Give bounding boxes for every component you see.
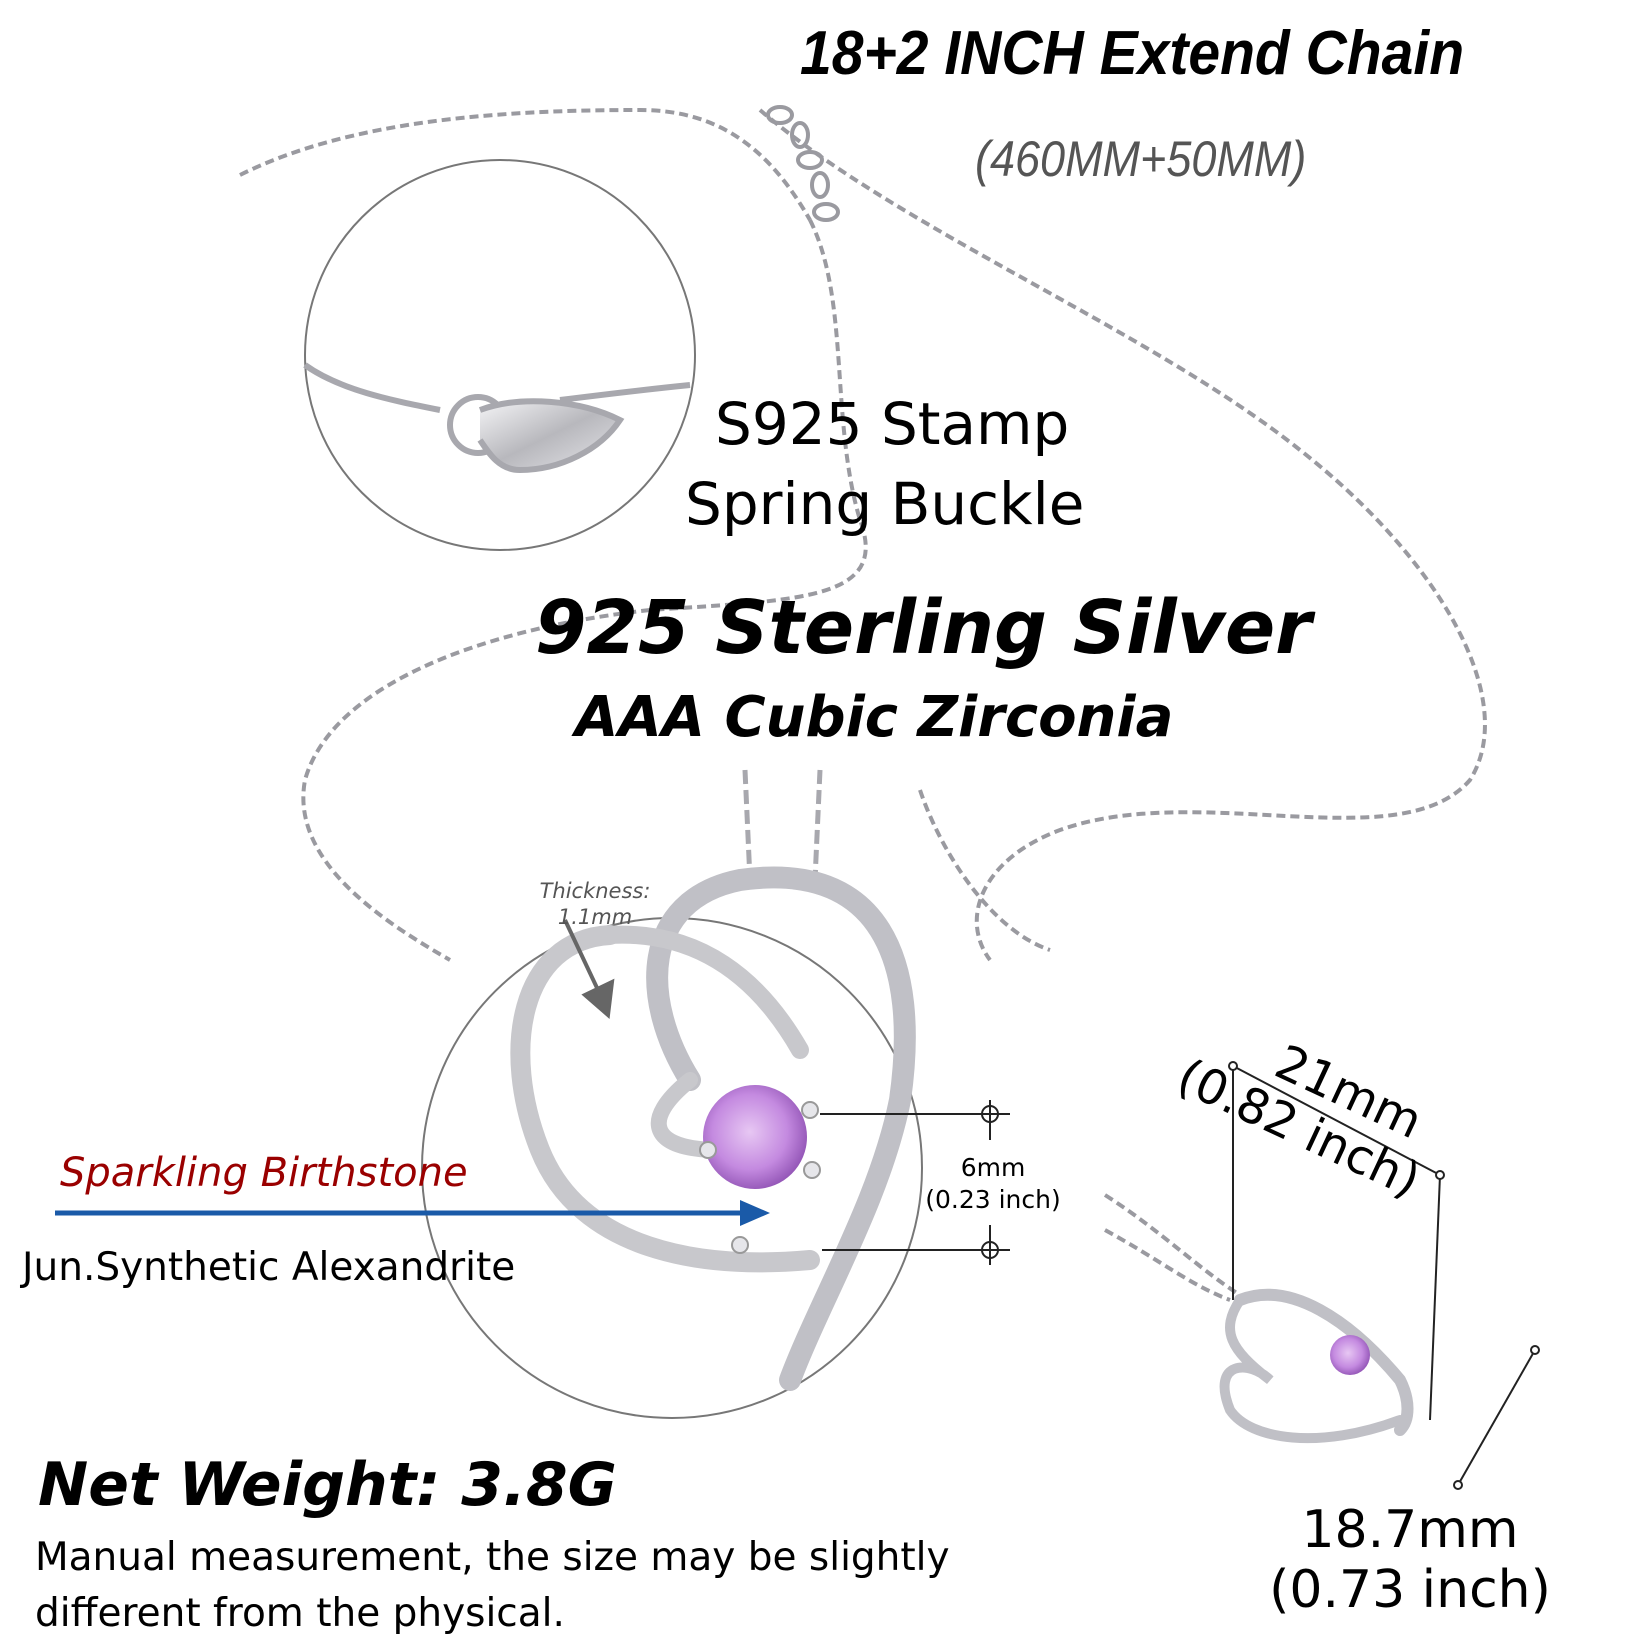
- clasp-stamp-label: S925 Stamp: [715, 390, 1070, 458]
- disclaimer-line-2: different from the physical.: [35, 1591, 565, 1636]
- disclaimer-line-1: Manual measurement, the size may be slig…: [35, 1535, 950, 1580]
- thickness-arrow: [563, 919, 615, 1019]
- chain-length-title: 18+2 INCH Extend Chain: [800, 19, 1465, 88]
- pendant-height-annotation: 18.7mm (0.73 inch): [1260, 1500, 1560, 1620]
- extend-chain: [766, 105, 840, 222]
- stone-size-inch: (0.23 inch): [925, 1185, 1061, 1214]
- net-weight: Net Weight: 3.8G: [38, 1450, 617, 1520]
- chain: [239, 107, 1487, 1302]
- birthstone-gem: [703, 1085, 807, 1189]
- stone-size-guides: [820, 1100, 1010, 1265]
- birthstone-label: Sparkling Birthstone: [60, 1150, 468, 1196]
- pendant-magnifier-circle: [421, 917, 923, 1419]
- birthstone-name: Jun.Synthetic Alexandrite: [22, 1245, 516, 1290]
- small-pendant-dimensions: [1228, 1061, 1540, 1490]
- thickness-annotation: Thickness: 1.1mm: [520, 878, 670, 930]
- pendant-height-mm: 18.7mm: [1301, 1500, 1519, 1560]
- stone-size-annotation: 6mm (0.23 inch): [908, 1152, 1078, 1216]
- material-zirconia-label: AAA Cubic Zirconia: [575, 685, 1174, 750]
- thickness-label: Thickness:: [539, 879, 651, 903]
- clasp-type-label: Spring Buckle: [685, 470, 1085, 538]
- thickness-value: 1.1mm: [557, 905, 633, 929]
- material-silver-label: 925 Sterling Silver: [535, 585, 1312, 671]
- measurement-disclaimer: Manual measurement, the size may be slig…: [35, 1530, 1135, 1642]
- pendant-height-inch: (0.73 inch): [1269, 1560, 1551, 1620]
- stone-size-mm: 6mm: [960, 1153, 1026, 1182]
- birthstone-arrow: [55, 1200, 770, 1226]
- clasp-magnifier-circle: [304, 159, 696, 551]
- heart-pendant: [510, 866, 916, 1391]
- small-heart-pendant: [1219, 1288, 1414, 1444]
- chain-length-mm: (460MM+50MM): [975, 131, 1307, 187]
- clasp-icon: [303, 362, 691, 474]
